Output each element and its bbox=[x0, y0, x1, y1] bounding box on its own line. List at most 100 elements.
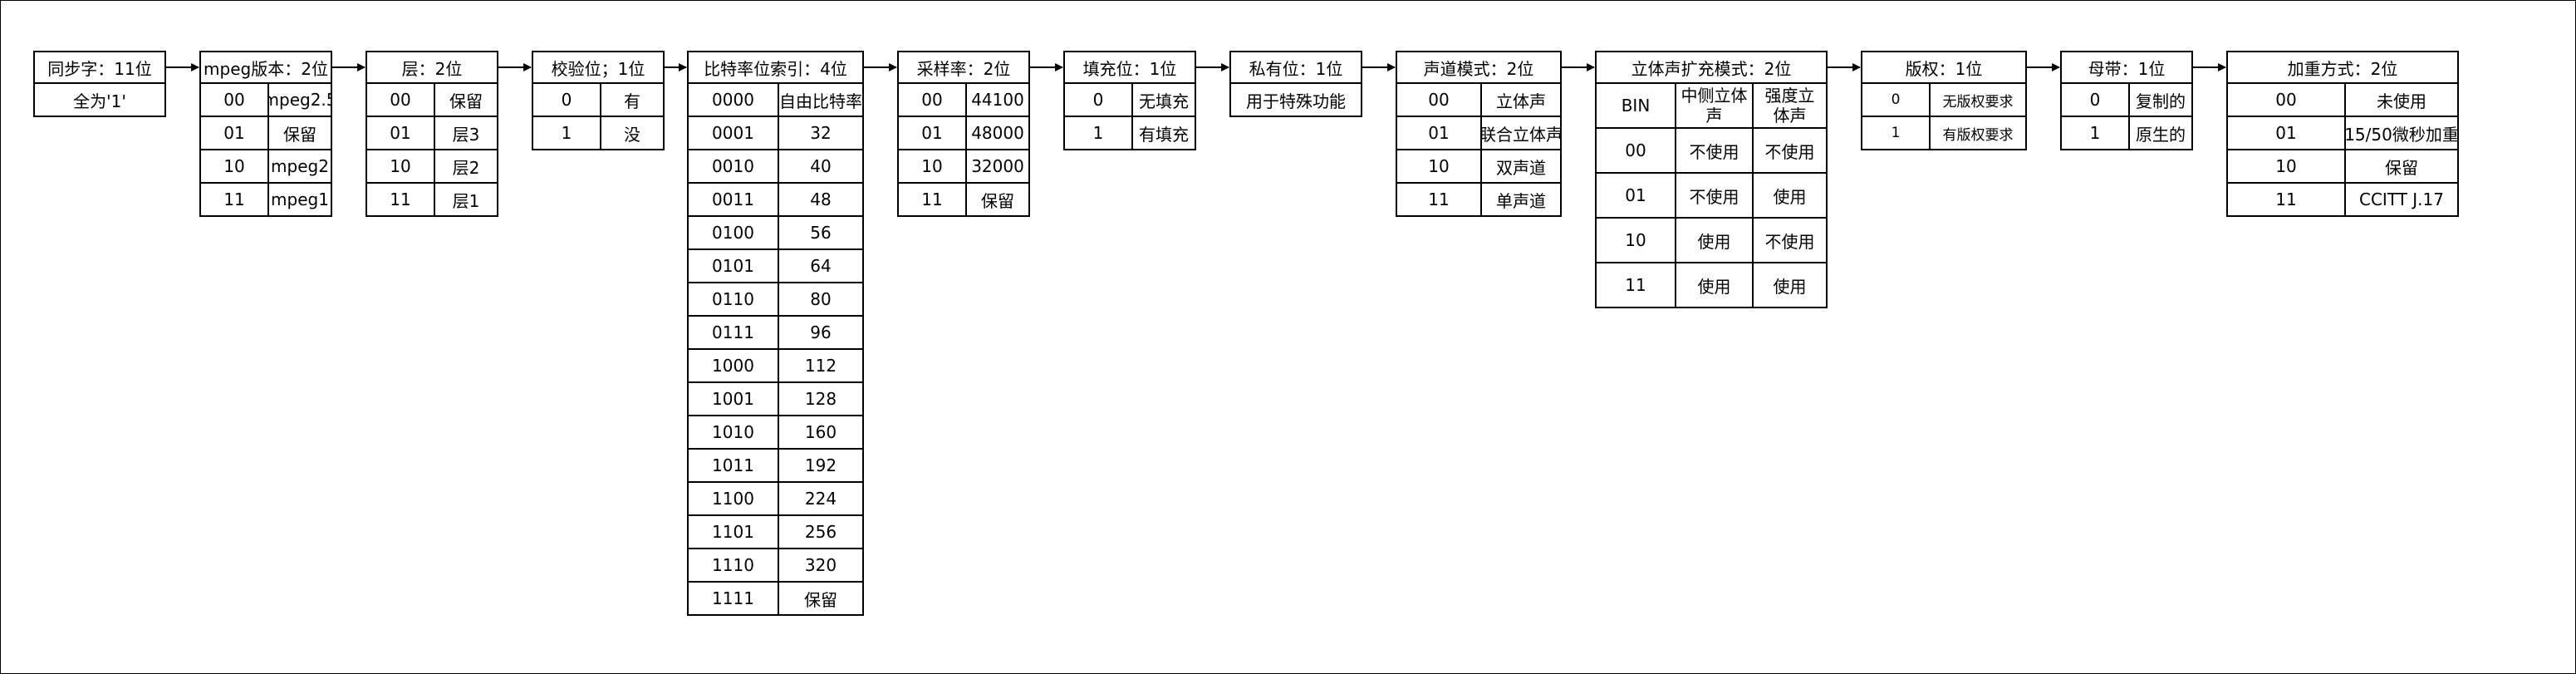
code-cell: 10 bbox=[2275, 156, 2297, 176]
code-cell: 10 bbox=[223, 156, 245, 176]
meaning-cell: 48 bbox=[778, 184, 862, 215]
meaning-cell: 没 bbox=[600, 117, 663, 149]
code-cell: 1101 bbox=[712, 522, 754, 542]
code-cell: 1 bbox=[2089, 123, 2101, 143]
field-title: mpeg版本：2位 bbox=[199, 51, 332, 84]
code-cell: 0111 bbox=[712, 322, 754, 342]
code-cell: 00 bbox=[390, 90, 411, 110]
code-cell: 00 bbox=[1625, 140, 1646, 160]
table-row: 11 保留 bbox=[897, 184, 1030, 217]
meaning-cell: 128 bbox=[778, 383, 862, 415]
meaning-cell: 有版权要求 bbox=[1929, 117, 2025, 149]
field-title: 立体声扩充模式：2位 bbox=[1595, 51, 1828, 84]
code-cell: 01 bbox=[921, 123, 943, 143]
meaning-cell: 32000 bbox=[965, 150, 1028, 182]
value-cell: 使用 bbox=[1752, 174, 1826, 217]
value-cell: 不使用 bbox=[1752, 129, 1826, 172]
meaning-cell: 保留 bbox=[965, 184, 1028, 215]
table-row: 01 层3 bbox=[366, 117, 498, 150]
code-cell: 00 bbox=[1428, 90, 1450, 110]
meaning-cell: 双声道 bbox=[1480, 150, 1560, 182]
meaning-cell: 32 bbox=[778, 117, 862, 149]
field-sync: 同步字：11位 全为'1' bbox=[33, 51, 166, 117]
meaning-cell: 80 bbox=[778, 283, 862, 315]
meaning-cell: 未使用 bbox=[2344, 84, 2457, 116]
code-cell: 0011 bbox=[712, 189, 754, 209]
meaning-cell: 层2 bbox=[434, 150, 497, 182]
meaning-cell: mpeg1 bbox=[267, 184, 331, 215]
meaning-cell: 160 bbox=[778, 416, 862, 448]
code-cell: 01 bbox=[390, 123, 411, 143]
meaning-cell: 层3 bbox=[434, 117, 497, 149]
meaning-cell: 15/50微秒加重 bbox=[2344, 117, 2457, 149]
meaning-cell: 无填充 bbox=[1131, 84, 1195, 116]
table-row: 0010 40 bbox=[687, 150, 864, 184]
meaning-cell: 保留 bbox=[434, 84, 497, 116]
code-cell: 0101 bbox=[712, 256, 754, 276]
code-cell: 0 bbox=[1891, 91, 1901, 108]
value-cell: 使用 bbox=[1675, 219, 1752, 262]
code-cell: 11 bbox=[2275, 189, 2297, 209]
column-header: 强度立体声 bbox=[1752, 84, 1826, 127]
code-cell: 00 bbox=[223, 90, 245, 110]
code-cell: 11 bbox=[223, 189, 245, 209]
field-title: 母带：1位 bbox=[2060, 51, 2193, 84]
field-title: 采样率：2位 bbox=[897, 51, 1030, 84]
value-cell: 使用 bbox=[1752, 263, 1826, 307]
code-cell: 0 bbox=[2089, 90, 2101, 110]
meaning-cell: 保留 bbox=[778, 583, 862, 614]
field-title: 比特率位索引：4位 bbox=[687, 51, 864, 84]
meaning-cell: 224 bbox=[778, 483, 862, 514]
meaning-cell: 单声道 bbox=[1480, 184, 1560, 215]
code-cell: 0 bbox=[1092, 90, 1104, 110]
table-row: 0 无填充 bbox=[1063, 84, 1196, 117]
meaning-cell: 44100 bbox=[965, 84, 1028, 116]
code-cell: 1 bbox=[1092, 123, 1104, 143]
meaning-cell: 保留 bbox=[267, 117, 331, 149]
code-cell: 10 bbox=[1428, 156, 1450, 176]
meaning-cell: 48000 bbox=[965, 117, 1028, 149]
code-cell: 11 bbox=[921, 189, 943, 209]
meaning-cell: 56 bbox=[778, 217, 862, 248]
field-title: 版权：1位 bbox=[1861, 51, 2027, 84]
table-row: 10 mpeg2 bbox=[199, 150, 332, 184]
meaning-cell: mpeg2.5 bbox=[267, 84, 331, 116]
code-cell: 0001 bbox=[712, 123, 754, 143]
meaning-cell: 有 bbox=[600, 84, 663, 116]
code-cell: 1 bbox=[561, 123, 572, 143]
code-cell: 0010 bbox=[712, 156, 754, 176]
meaning-cell: mpeg2 bbox=[267, 150, 331, 182]
code-cell: 0110 bbox=[712, 289, 754, 309]
meaning-cell: 立体声 bbox=[1480, 84, 1560, 116]
meaning-cell: 40 bbox=[778, 150, 862, 182]
code-cell: 10 bbox=[390, 156, 411, 176]
field-description: 用于特殊功能 bbox=[1229, 84, 1362, 117]
table-row: 10 层2 bbox=[366, 150, 498, 184]
value-cell: 使用 bbox=[1675, 263, 1752, 307]
